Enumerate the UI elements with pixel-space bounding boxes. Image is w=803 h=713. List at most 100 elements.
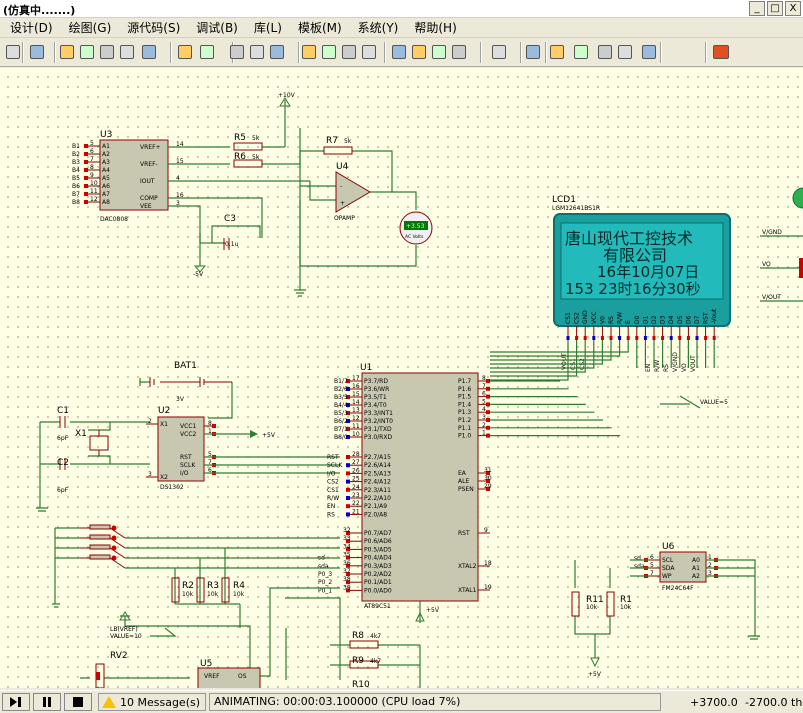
menu-debug[interactable]: 调试(B) [196, 21, 238, 35]
step-button[interactable] [2, 693, 30, 711]
lcd-net-br-2: RS [663, 364, 670, 372]
u1-p1num-3: 5 [482, 398, 486, 405]
bom-button[interactable] [616, 43, 634, 61]
u3-net-left-4: B5 [72, 175, 80, 182]
resistor-r9[interactable]: R9 4k7 [349, 656, 381, 669]
schematic-canvas[interactable]: .w{stroke:#2E7D32;stroke-width:1.2;fill:… [0, 68, 803, 688]
minimize-button[interactable]: _ [749, 1, 765, 16]
ares-button[interactable] [712, 43, 730, 61]
u6-pinnum-right-2: 3 [708, 570, 712, 577]
decompose-button[interactable] [450, 43, 468, 61]
u1-rightnum-0: 31 [484, 467, 492, 474]
new-sheet-button[interactable] [572, 43, 590, 61]
copy-button[interactable] [248, 43, 266, 61]
dac-u3[interactable]: U3 DAC0808 A15B1A26B2A37B3A48B4A59B5A610… [72, 130, 184, 223]
resistor-r5[interactable]: R5 5k [233, 133, 263, 151]
stop-button[interactable] [64, 693, 92, 711]
u3-pinnum-right-1: 15 [176, 158, 184, 165]
redo-button[interactable] [198, 43, 216, 61]
make-device-button[interactable] [410, 43, 428, 61]
menu-library[interactable]: 库(L) [253, 21, 282, 35]
r4-ref: R4 [233, 581, 245, 591]
pick-button[interactable] [390, 43, 408, 61]
zoom-out-button[interactable] [98, 43, 116, 61]
resistor-r6[interactable]: R6 5k [233, 152, 263, 168]
u3-body[interactable] [99, 139, 169, 211]
zoom-area-button[interactable] [140, 43, 158, 61]
potentiometer-rv2[interactable]: RV2 [95, 651, 128, 688]
menu-system[interactable]: 系统(Y) [357, 21, 399, 35]
grid-button[interactable] [4, 43, 22, 61]
crystal-x1[interactable]: X1 [75, 429, 109, 456]
redo-icon [200, 45, 214, 59]
u1-type: AT89C51 [364, 603, 391, 610]
block-delete-button[interactable] [360, 43, 378, 61]
package-button[interactable] [430, 43, 448, 61]
battery-bat1[interactable]: BAT1 3V [149, 361, 232, 403]
resistor-r1[interactable]: R1 10k [606, 591, 632, 617]
zoom-in-button[interactable] [78, 43, 96, 61]
delete-sheet-button[interactable] [596, 43, 614, 61]
u3-type: DAC0808 [100, 216, 128, 223]
u1-p0num-1: 33 [343, 535, 351, 542]
wire-autoroute-button[interactable] [490, 43, 508, 61]
resistor-r7[interactable]: R7 5k [323, 136, 353, 155]
u1-p2num-0: 28 [352, 451, 360, 458]
paste-button[interactable] [268, 43, 286, 61]
messages-indicator[interactable]: 10 Message(s) [98, 693, 206, 711]
u1-body[interactable] [361, 372, 479, 602]
block-rotate-button[interactable] [340, 43, 358, 61]
lcd-module[interactable]: LCD1 LGM12641BS1R 唐山现代工控技术 有限公司 16年10月07… [552, 195, 731, 372]
resistor-r8[interactable]: R8 4k7 [349, 631, 381, 649]
property-assign-button[interactable] [548, 43, 566, 61]
u1-p2net-1: SCLK [327, 462, 343, 469]
ac-voltmeter[interactable]: +3.53 AC Volts [399, 211, 433, 245]
pick-icon [392, 45, 406, 59]
undo-button[interactable] [176, 43, 194, 61]
u3-net-left-2: B3 [72, 159, 80, 166]
u5-chip[interactable]: U5 VREF OS [197, 659, 261, 688]
u2-pinnum-right-0: 8 [208, 420, 212, 427]
block-copy-button[interactable] [300, 43, 318, 61]
menu-design[interactable]: 设计(D) [10, 21, 53, 35]
pan-button[interactable] [58, 43, 76, 61]
u2-body[interactable] [157, 416, 205, 482]
grid-icon [6, 45, 20, 59]
netlist-button[interactable] [640, 43, 658, 61]
menu-source[interactable]: 源代码(S) [127, 21, 181, 35]
u3-pin-left-6: A7 [102, 191, 110, 198]
origin-button[interactable] [28, 43, 46, 61]
maximize-button[interactable]: □ [767, 1, 783, 16]
menu-draw[interactable]: 绘图(G) [68, 21, 112, 35]
new-sheet-icon [574, 45, 588, 59]
mcu-u1[interactable]: U1 AT89C51 P3.7/RD17B1/7P2.7/A1528RSTP0.… [318, 363, 492, 610]
resistor-r11[interactable]: R11 10k [571, 591, 604, 617]
cut-button[interactable] [228, 43, 246, 61]
bom-icon [618, 45, 632, 59]
lcd-pin-1: CS2 [574, 312, 581, 324]
resistor-r4[interactable]: R4 10k [221, 577, 245, 603]
resistor-r2[interactable]: R2 10k [171, 577, 194, 603]
menu-help[interactable]: 帮助(H) [414, 21, 457, 35]
menu-template[interactable]: 模板(M) [297, 21, 342, 35]
capacitor-c1[interactable]: C1 6pF [57, 406, 69, 442]
zoom-all-button[interactable] [118, 43, 136, 61]
opamp-u4[interactable]: U4 OPAMP -+ [334, 162, 371, 222]
lcd-type: LGM12641BS1R [552, 205, 600, 212]
capacitor-c3[interactable]: C3 0.1u [223, 214, 239, 250]
u1-p2net-0: RST [327, 454, 339, 461]
u1-p3-2: P3.5/T1 [364, 394, 387, 401]
u1-p2num-5: 23 [352, 492, 360, 499]
push-buttons[interactable] [80, 524, 126, 569]
capacitor-c2[interactable]: C2 6pF [57, 458, 69, 494]
search-button[interactable] [524, 43, 542, 61]
u1-p0num-3: 35 [343, 552, 351, 559]
pause-button[interactable] [33, 693, 61, 711]
close-button[interactable]: X [785, 1, 801, 16]
menu-bar: 设计(D) 绘图(G) 源代码(S) 调试(B) 库(L) 模板(M) 系统(Y… [0, 18, 803, 38]
block-move-button[interactable] [320, 43, 338, 61]
resistor-r3[interactable]: R3 10k [196, 577, 219, 603]
u1-p0-4: P0.3/AD3 [364, 563, 392, 570]
